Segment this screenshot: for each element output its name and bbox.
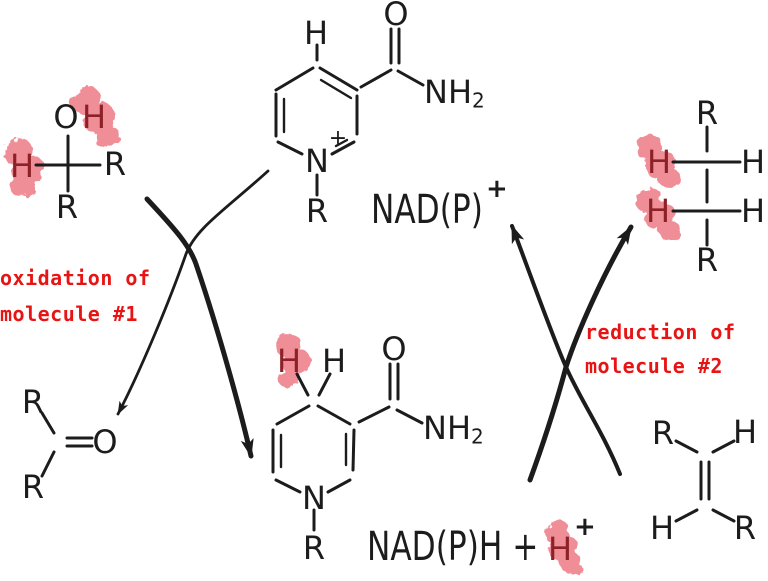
nadh-r: R bbox=[302, 529, 326, 567]
reduction-caption-line2: molecule #2 bbox=[585, 354, 723, 378]
alcohol-hydroxyl-h: H bbox=[81, 98, 107, 136]
alkane-h2: H bbox=[740, 192, 766, 230]
arrow-nadplus-to-ketone bbox=[116, 169, 270, 416]
alkene-bonds bbox=[674, 439, 736, 523]
nadh-amide-nh: NH bbox=[423, 409, 471, 447]
oxidation-caption-line1: oxidation of bbox=[0, 266, 151, 290]
reduction-caption-line1: reduction of bbox=[585, 320, 736, 344]
alkane-r-top: R bbox=[695, 94, 719, 132]
alkane-h2-new: H bbox=[645, 192, 671, 230]
alkane-r-bottom: R bbox=[695, 241, 719, 279]
nadh-proton-sup: + bbox=[574, 512, 596, 542]
arrow-alcohol-to-nadh bbox=[144, 196, 254, 459]
nadh-label: NAD(P)H + bbox=[367, 524, 539, 570]
alkane-h1: H bbox=[740, 143, 766, 181]
nadh-amide-sub: 2 bbox=[471, 424, 484, 449]
nadh-proton: H bbox=[547, 530, 573, 568]
alkane-h1-new: H bbox=[646, 143, 672, 181]
alcohol-r-down: R bbox=[55, 188, 79, 226]
highlight-blob-nadh-h bbox=[275, 333, 311, 389]
nadplus-label: NAD(P) bbox=[371, 187, 483, 233]
alkene-r-top: R bbox=[651, 414, 675, 452]
nadh-h-new: H bbox=[276, 342, 302, 380]
alcohol-alpha-h: H bbox=[9, 147, 35, 185]
ketone-r-top: R bbox=[21, 383, 45, 421]
ketone-bonds bbox=[40, 411, 94, 478]
alkene-h-top: H bbox=[732, 413, 758, 451]
highlight-blob-alpha-h bbox=[3, 139, 45, 197]
nadplus-amide-nh: NH bbox=[424, 73, 472, 111]
highlight-blob-hydroxyl-h bbox=[71, 86, 120, 149]
alkane-bonds bbox=[671, 125, 742, 247]
ketone-r-bottom: R bbox=[21, 468, 45, 506]
nadh-ring-n: N bbox=[302, 479, 326, 517]
arrow-alkene-to-nadplus bbox=[510, 224, 622, 476]
nadh-h-old: H bbox=[321, 342, 347, 380]
alcohol-bonds bbox=[34, 134, 102, 193]
nadplus-r: R bbox=[305, 192, 329, 230]
oxidation-caption-line2: molecule #1 bbox=[0, 302, 138, 326]
alcohol-oxygen: O bbox=[53, 98, 79, 136]
ketone-oxygen: O bbox=[92, 423, 118, 461]
nadh-carbonyl-o: O bbox=[381, 330, 407, 368]
nadplus-ring-n: N bbox=[305, 142, 329, 180]
alkene-r-bottom: R bbox=[733, 509, 757, 547]
arrow-nadh-to-alkane bbox=[527, 224, 634, 483]
alkene-h-bottom: H bbox=[649, 509, 675, 547]
nad-plus-bonds bbox=[274, 27, 425, 197]
nadh-bonds bbox=[271, 362, 424, 532]
alcohol-r-right: R bbox=[103, 145, 127, 183]
highlight-blob-alkane-h2 bbox=[635, 188, 681, 241]
highlight-blob-proton bbox=[544, 520, 582, 574]
nadplus-label-sup: + bbox=[486, 174, 508, 204]
highlight-blob-alkane-h1 bbox=[636, 136, 680, 188]
nadplus-ring-h: H bbox=[303, 14, 329, 52]
nadplus-amide-sub: 2 bbox=[472, 88, 485, 113]
nadplus-amide-group: NH2 bbox=[424, 76, 485, 110]
nadplus-carbonyl-o: O bbox=[383, 0, 409, 33]
nadh-amide-group: NH2 bbox=[423, 412, 484, 446]
nadplus-charge: + bbox=[328, 126, 348, 151]
